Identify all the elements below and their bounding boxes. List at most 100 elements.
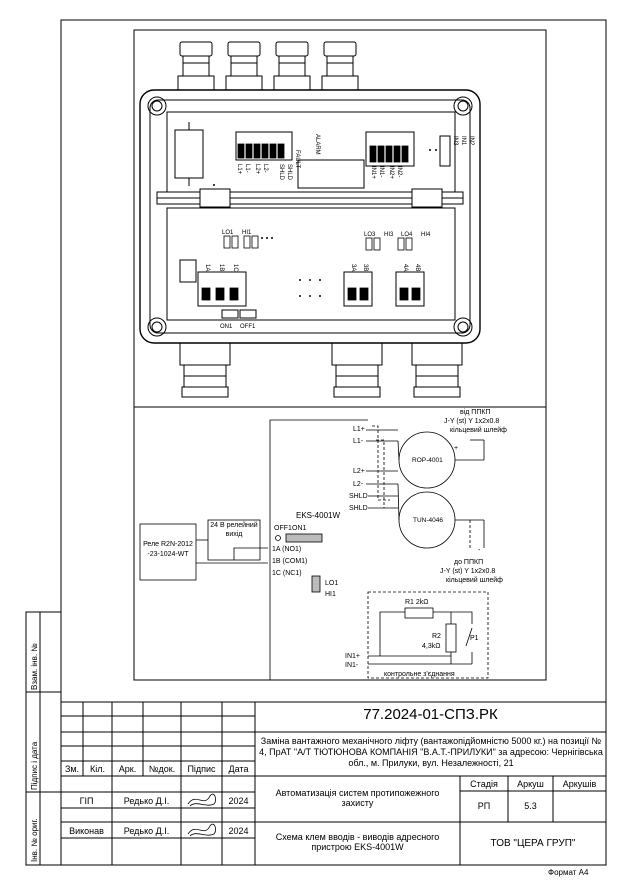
side-stamp	[25, 611, 62, 866]
fault-label: FAULT	[294, 150, 300, 169]
schematic-labels: від ППКП J-Y (st) Y 1x2x0.8 кільцевий шл…	[272, 408, 507, 678]
switch-off1: OFF1	[274, 525, 292, 532]
signature-marks	[187, 793, 217, 837]
module-label: EKS-4001W	[296, 511, 340, 520]
hi4-label: HI4	[421, 232, 431, 238]
t1a-label: 1A	[204, 264, 210, 271]
project-title: Заміна вантажного механічного ліфту (ван…	[259, 736, 603, 768]
minus-sign: -	[478, 547, 481, 554]
header-sheet: Арк.	[118, 764, 137, 774]
lo4-label: LO4	[401, 232, 413, 238]
alarm-label: ALARM	[314, 134, 320, 155]
in2-short-label: IN2	[468, 136, 474, 146]
title-block-grid	[60, 701, 607, 866]
in2p-label: IN2+	[388, 166, 394, 179]
hi1-label: HI1	[242, 230, 252, 236]
relay-com1: 1B (COM1)	[272, 558, 307, 565]
corner-screws	[147, 96, 473, 337]
relay-device-box: Реле R2N-2012 -23-1024-WT	[143, 541, 193, 558]
on1-label: ON1	[220, 324, 233, 330]
document-code: 77.2024-01-СПЗ.РК	[363, 706, 498, 723]
device1-label: ROP-4001	[412, 457, 443, 464]
relay-supply-text: 24 В релейний вихід	[210, 522, 258, 539]
in1-short-label: IN1	[460, 136, 466, 146]
l2m-label: L2-	[262, 164, 268, 173]
l2p-label: L2+	[254, 164, 260, 175]
term-l1m: L1-	[353, 438, 364, 445]
t1c-label: 1C	[232, 264, 238, 272]
hi3-label: HI3	[384, 232, 394, 238]
in1m-label: IN1-	[378, 166, 384, 177]
row2-date: 2024	[228, 826, 249, 836]
term-shld1: SHLD	[349, 493, 368, 500]
lo3-label: LO3	[364, 232, 376, 238]
r1-label: R1 2kΩ	[405, 599, 429, 606]
relay-supply-box: 24 В релейний вихід	[210, 522, 258, 539]
stamp-orig-no: Інв. № ориг.	[30, 818, 39, 862]
enclosure-drawing	[139, 41, 481, 398]
header-signature: Підпис	[187, 764, 216, 774]
lo1-label: LO1	[222, 230, 234, 236]
to-ppkp-1: до ППКП	[454, 559, 483, 566]
header-doc-no: №док.	[148, 764, 176, 774]
in3-label: IN3	[452, 136, 458, 146]
from-ppkp-3: кільцевий шлейф	[450, 426, 507, 434]
header-date: Дата	[228, 764, 249, 774]
format-label: Формат А4	[548, 868, 589, 877]
r2-value: 4,3kΩ	[422, 643, 440, 650]
term-l1p: L1+	[353, 426, 365, 433]
plus-sign: +	[454, 445, 458, 452]
control-label: контрольне з'єднання	[384, 671, 455, 678]
l1p-label: L1+	[236, 164, 242, 175]
t3a-label: 3A	[350, 264, 356, 271]
r2-label: R2	[432, 633, 441, 640]
p1-label: P1	[470, 635, 479, 642]
t4b-label: 4B	[414, 264, 420, 271]
device2-label: TUN-4046	[413, 517, 443, 524]
term-l2m: L2-	[353, 481, 364, 488]
sheet-header: Аркуш	[517, 779, 544, 789]
term-in1p: IN1+	[345, 653, 360, 660]
company-name: ТОВ "ЦЕРА ГРУП"	[490, 838, 576, 849]
led-hi1: HI1	[325, 591, 336, 598]
stamp-sign-date: Підпис і дата	[30, 741, 39, 790]
l1m-label: L1-	[244, 164, 250, 173]
drawing-description: Схема клем вводів - виводів адресного пр…	[275, 832, 440, 853]
term-shld2: SHLD	[349, 505, 368, 512]
stage-header: Стадія	[470, 779, 498, 789]
relay-device-text: Реле R2N-2012 -23-1024-WT	[143, 541, 193, 558]
stamp-inv-no: Взам. інв. №	[30, 643, 39, 690]
in2m-label: IN2-	[396, 166, 402, 177]
off1-label: OFF1	[240, 324, 256, 330]
led-lo1: LO1	[325, 580, 338, 587]
to-ppkp-2: J-Y (st) Y 1x2x0.8	[440, 568, 495, 575]
t1b-label: 1B	[218, 264, 224, 271]
switch-on1: ON1	[292, 525, 307, 532]
from-ppkp-2: J-Y (st) Y 1x2x0.8	[444, 418, 499, 425]
relay-nc1: 1C (NC1)	[272, 570, 302, 577]
row2-name: Редько Д.І.	[123, 826, 170, 836]
t3b-label: 3B	[362, 264, 368, 271]
sheet-value: 5.3	[524, 801, 537, 811]
row1-name: Редько Д.І.	[123, 796, 170, 806]
relay-no1: 1A (NO1)	[272, 546, 301, 553]
shld2-label: SHLD	[286, 164, 292, 181]
sheets-header: Аркушів	[562, 779, 597, 789]
enclosure-labels: FAULT ALARM SHLD SHLD L1+ L1- L2+ L2- IN…	[204, 134, 474, 330]
stage-value: РП	[477, 801, 491, 811]
t4a-label: 4A	[402, 264, 408, 271]
term-in1m: IN1-	[345, 662, 359, 669]
shld1-label: SHLD	[278, 164, 284, 181]
from-ppkp-1: від ППКП	[460, 408, 490, 416]
row2-role: Виконав	[69, 826, 104, 836]
in1p-label: IN1+	[370, 166, 376, 179]
top-cable-glands	[177, 41, 359, 91]
pcb-dots	[213, 149, 437, 297]
bottom-cable-glands	[179, 342, 463, 398]
system-name: Автоматизація систем протипожежного захи…	[275, 788, 440, 809]
term-l2p: L2+	[353, 468, 365, 475]
row1-date: 2024	[228, 796, 249, 806]
to-ppkp-3: кільцевий шлейф	[446, 576, 503, 584]
